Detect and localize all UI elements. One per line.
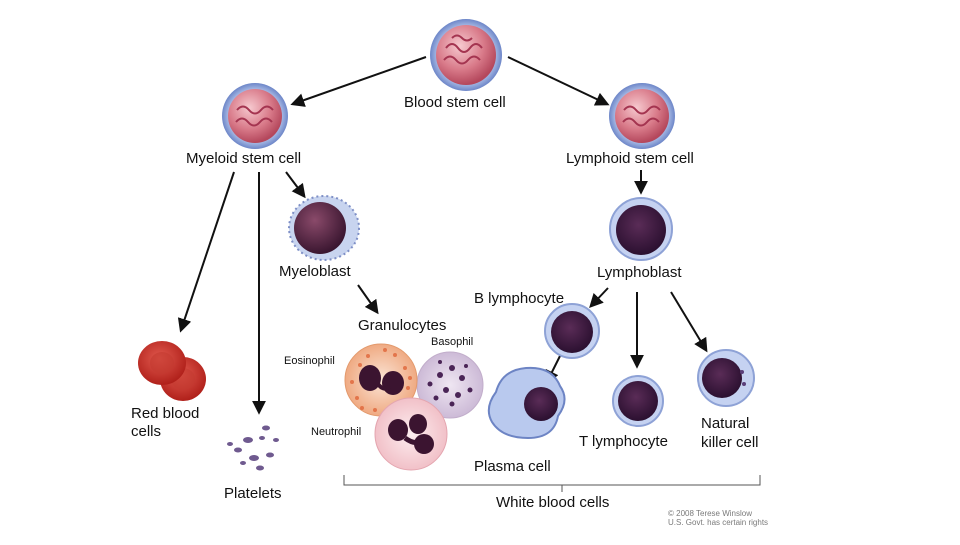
copyright-credit: © 2008 Terese Winslow U.S. Govt. has cer… [668,509,768,527]
arrow-myeloblast-to-granulocytes [357,284,379,315]
arrow-lymphoblast-to-nk [670,291,708,353]
blood-stem-cell [430,19,502,91]
red-blood-cells [138,341,206,401]
myeloblast-cell [288,195,360,261]
label-eosinophil: Eosinophil [284,355,335,367]
credit-line2: U.S. Govt. has certain rights [668,518,769,527]
label-granulocytes: Granulocytes [358,317,447,334]
label-natural-killer-line1: Natural [701,415,750,432]
arrow-stem-to-myeloid [290,56,427,107]
arrow-myeloid-to-rbc [177,171,235,333]
label-red-blood-cells-line2: cells [131,423,162,440]
label-blood-stem-cell: Blood stem cell [404,94,506,111]
label-t-lymphocyte: T lymphocyte [579,433,668,450]
platelets-cluster [227,425,279,471]
label-neutrophil: Neutrophil [311,426,362,438]
label-lymphoid-stem-cell: Lymphoid stem cell [566,150,694,167]
lymphoblast-cell [609,197,673,261]
natural-killer-cell [697,349,755,407]
lymphoid-stem-cell [609,83,675,149]
t-lymphocyte-cell [612,375,664,427]
label-lymphoblast: Lymphoblast [597,264,682,281]
label-red-blood-cells-line1: Red blood [131,405,200,422]
label-red-blood-cells: Red blood cells [131,405,199,441]
label-plasma-cell: Plasma cell [474,458,551,475]
white-blood-cells-bracket [343,475,761,492]
label-b-lymphocyte: B lymphocyte [474,290,565,307]
arrow-myeloid-to-myeloblast [285,171,306,199]
label-natural-killer-cell: Natural killer cell [701,414,759,452]
label-platelets: Platelets [224,485,282,502]
b-lymphocyte-cell [544,303,600,359]
label-myeloblast: Myeloblast [279,263,351,280]
arrow-lymphoblast-to-b [589,287,609,309]
arrows [177,56,708,415]
label-white-blood-cells: White blood cells [496,494,610,511]
label-basophil: Basophil [431,336,474,348]
neutrophil-cell [374,397,448,471]
myeloid-stem-cell [222,83,288,149]
label-myeloid-stem-cell: Myeloid stem cell [186,150,302,167]
label-natural-killer-line2: killer cell [701,434,759,451]
plasma-cell [487,366,566,440]
arrow-stem-to-lymphoid [507,56,610,106]
credit-line1: © 2008 Terese Winslow [668,509,753,518]
